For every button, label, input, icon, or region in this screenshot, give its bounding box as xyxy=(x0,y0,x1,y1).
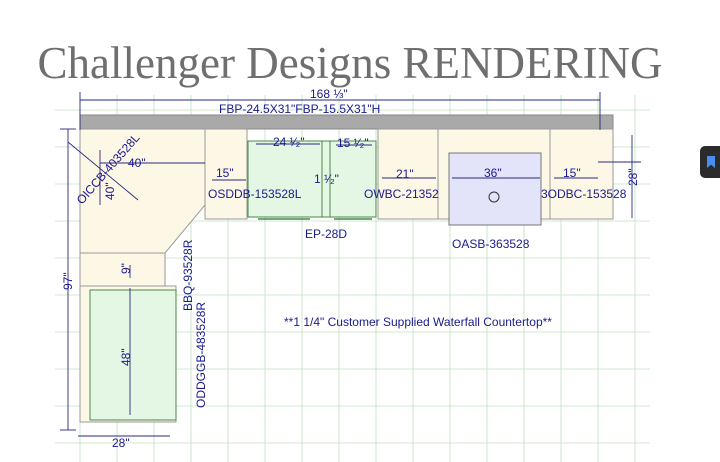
label-owbc: OWBC-21352 xyxy=(364,187,439,201)
dim-owbc-width: 21" xyxy=(396,167,414,181)
dim-bbq-width: 9" xyxy=(119,263,133,274)
dim-overall-depth: 97" xyxy=(61,272,75,290)
dim-sink-width: 36" xyxy=(484,166,502,180)
cabinet-osddb xyxy=(204,128,248,220)
dimension-lines xyxy=(60,92,641,437)
label-osddb: OSDDB-153528L xyxy=(208,187,302,201)
dishwasher xyxy=(247,140,323,218)
label-odbc: 3ODBC-153528 xyxy=(541,187,627,201)
label-bbq: BBQ-93528R xyxy=(181,239,195,311)
dim-osddb-width: 15" xyxy=(216,166,234,180)
corner-cabinet xyxy=(79,128,206,254)
end-panel xyxy=(321,140,331,218)
dim-bottom-width: 28" xyxy=(112,436,130,450)
cabinet-odbc xyxy=(549,128,614,220)
sink-basin xyxy=(448,152,542,226)
dim-odbc-width: 15" xyxy=(563,166,581,180)
counter-backsplash-bar xyxy=(79,114,614,130)
label-fbp: FBP-24.5X31"FBP-15.5X31"H xyxy=(219,102,380,116)
dim-dw-width: 24 ¹⁄₂" xyxy=(273,135,305,149)
label-oddggb: ODDGGB-483528R xyxy=(194,302,208,408)
grill xyxy=(89,289,177,421)
label-ep: EP-28D xyxy=(305,227,347,241)
cabinet-bbq xyxy=(79,252,166,287)
label-oasb: OASB-363528 xyxy=(452,237,530,251)
bookmark-icon[interactable] xyxy=(700,146,720,178)
dim-ep-width: 1 ¹⁄₂" xyxy=(314,172,339,186)
dim-corner-depth: 40" xyxy=(103,182,117,200)
cabinet-owbc xyxy=(377,128,439,220)
bookmark-glyph xyxy=(707,156,715,168)
dim-overall-width: 168 ⅓" xyxy=(310,87,348,101)
dim-fridge-width: 15 ¹⁄₂" xyxy=(337,136,369,150)
dim-corner-width: 40" xyxy=(128,156,146,170)
fridge xyxy=(329,140,377,218)
sink-drain xyxy=(488,191,500,203)
appliances xyxy=(89,140,377,421)
dim-grill-length: 48" xyxy=(119,348,133,366)
label-note: **1 1/4" Customer Supplied Waterfall Cou… xyxy=(284,315,552,329)
dim-right-depth: 28" xyxy=(626,168,640,186)
page-title: Challenger Designs RENDERING xyxy=(37,38,663,88)
